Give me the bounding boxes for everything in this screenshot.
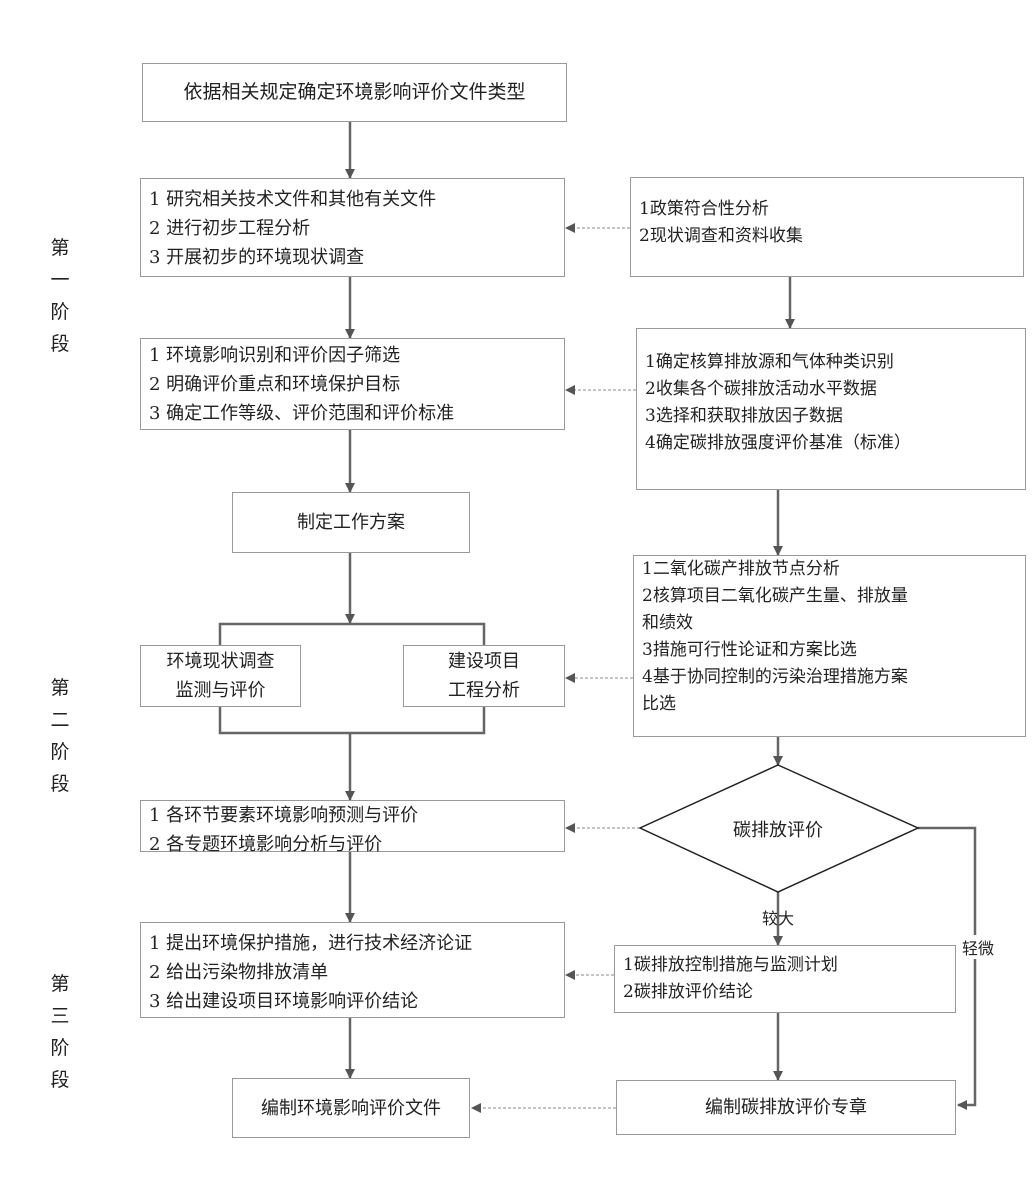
box-line: 3 确定工作等级、评价范围和评价标准 <box>149 403 455 424</box>
determine-document-type-box: 依据相关规定确定环境影响评价文件类型 <box>142 63 567 122</box>
box-line: 比选 <box>642 694 676 714</box>
project-analysis-box: 建设项目 工程分析 <box>403 645 565 707</box>
box-line: 2 明确评价重点和环境保护目标 <box>149 374 401 395</box>
phase-2-label: 第二阶段 <box>50 677 70 795</box>
box-line: 1碳排放控制措施与监测计划 <box>623 955 838 975</box>
work-plan-box: 制定工作方案 <box>232 492 470 553</box>
branch-minor-label: 轻微 <box>962 935 995 959</box>
box-line: 3措施可行性论证和方案比选 <box>642 640 857 660</box>
protection-measures-box: 1 提出环境保护措施，进行技术经济论证 2 给出污染物排放清单 3 给出建设项目… <box>140 922 565 1018</box>
box-line: 2收集各个碳排放活动水平数据 <box>645 379 877 399</box>
policy-analysis-box: 1政策符合性分析 2现状调查和资料收集 <box>630 177 1024 277</box>
impact-prediction-box: 1 各环节要素环境影响预测与评价 2 各专题环境影响分析与评价 <box>140 800 565 855</box>
box-line: 3选择和获取排放因子数据 <box>645 406 843 426</box>
impact-identification-box: 1 环境影响识别和评价因子筛选 2 明确评价重点和环境保护目标 3 确定工作等级… <box>140 338 565 430</box>
decision-diamond <box>638 764 920 893</box>
phase-1-label: 第一阶段 <box>50 237 70 355</box>
box-text: 制定工作方案 <box>297 512 405 533</box>
box-line: 和绩效 <box>642 613 693 633</box>
box-text: 编制碳排放评价专章 <box>705 1097 867 1118</box>
box-line: 2 各专题环境影响分析与评价 <box>149 834 383 855</box>
box-line: 3 开展初步的环境现状调查 <box>149 247 365 268</box>
box-line: 1 各环节要素环境影响预测与评价 <box>149 805 419 826</box>
box-line: 1 环境影响识别和评价因子筛选 <box>149 345 401 366</box>
box-line: 1确定核算排放源和气体种类识别 <box>645 352 894 372</box>
phase-3-label: 第三阶段 <box>50 973 70 1091</box>
environment-survey-box: 环境现状调查 监测与评价 <box>140 645 301 707</box>
box-text: 编制环境影响评价文件 <box>261 1097 441 1119</box>
branch-major-label: 较大 <box>762 909 795 928</box>
box-text: 依据相关规定确定环境影响评价文件类型 <box>183 81 526 103</box>
box-line: 4确定碳排放强度评价基准（标准） <box>645 433 911 453</box>
box-line: 2核算项目二氧化碳产生量、排放量 <box>642 586 908 606</box>
box-line: 1 提出环境保护措施，进行技术经济论证 <box>149 933 473 954</box>
box-line: 工程分析 <box>448 680 520 701</box>
box-line: 2 给出污染物排放清单 <box>149 962 329 983</box>
box-line: 1二氧化碳产排放节点分析 <box>642 559 840 579</box>
box-line: 环境现状调查 <box>166 651 275 672</box>
box-line: 2 进行初步工程分析 <box>149 218 311 239</box>
eia-document-box: 编制环境影响评价文件 <box>232 1078 470 1138</box>
box-line: 1政策符合性分析 <box>639 199 769 219</box>
initial-research-box: 1 研究相关技术文件和其他有关文件 2 进行初步工程分析 3 开展初步的环境现状… <box>140 178 565 277</box>
carbon-evaluation-decision: 碳排放评价 <box>733 820 823 841</box>
box-line: 建设项目 <box>448 651 520 672</box>
box-line: 2现状调查和资料收集 <box>639 226 803 246</box>
box-line: 监测与评价 <box>175 680 266 701</box>
box-line: 1 研究相关技术文件和其他有关文件 <box>149 189 437 210</box>
box-line: 3 给出建设项目环境影响评价结论 <box>149 991 419 1012</box>
box-line: 4基于协同控制的污染治理措施方案 <box>642 667 908 687</box>
carbon-chapter-box: 编制碳排放评价专章 <box>616 1080 956 1135</box>
co2-analysis-box: 1二氧化碳产排放节点分析 2核算项目二氧化碳产生量、排放量 和绩效 3措施可行性… <box>633 555 1026 737</box>
carbon-control-box: 1碳排放控制措施与监测计划 2碳排放评价结论 <box>614 945 956 1013</box>
emission-source-box: 1确定核算排放源和气体种类识别 2收集各个碳排放活动水平数据 3选择和获取排放因… <box>636 328 1026 490</box>
box-line: 2碳排放评价结论 <box>623 982 753 1002</box>
